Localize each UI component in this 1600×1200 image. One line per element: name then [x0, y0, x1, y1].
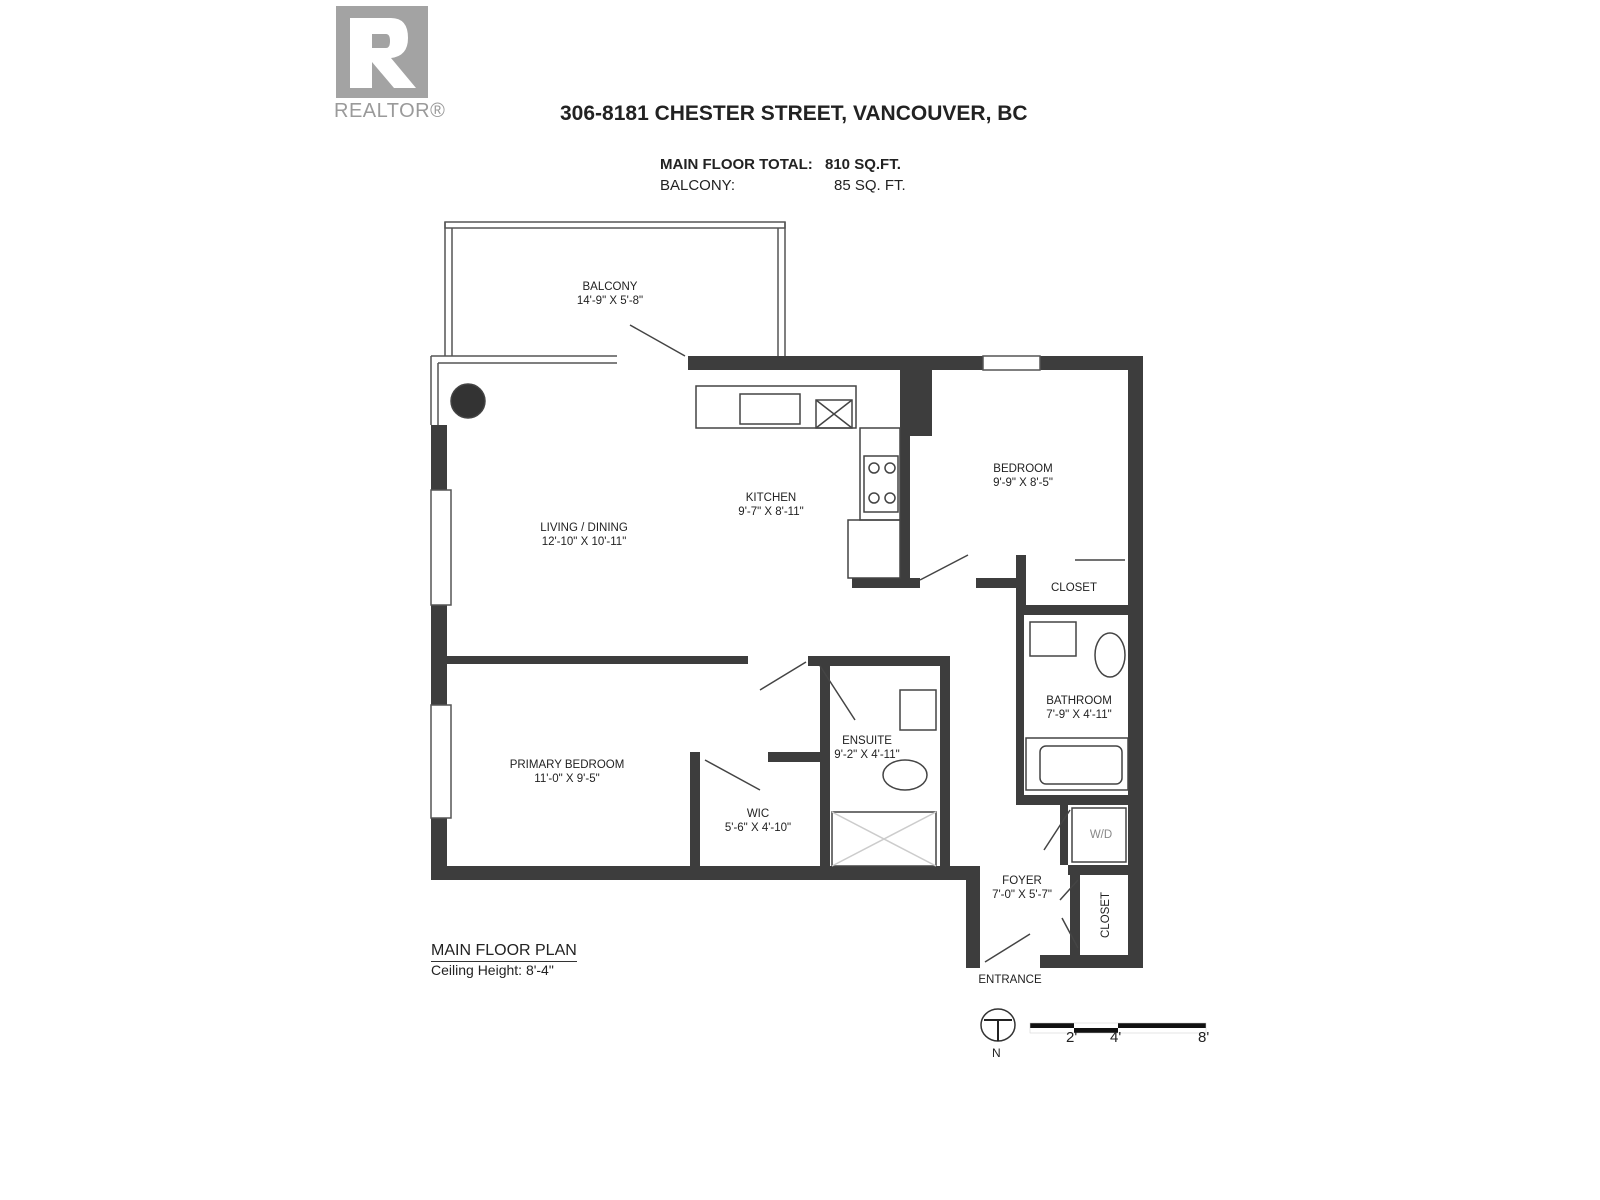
room-foyer-closet: CLOSET	[1100, 891, 1112, 939]
bathroom-sink	[1029, 621, 1077, 657]
realtor-logo-text: REALTOR®	[334, 100, 446, 122]
plan-title: MAIN FLOOR PLAN	[431, 942, 577, 962]
scale-tick-4: 4'	[1110, 1029, 1122, 1046]
kitchen-sink	[739, 393, 801, 425]
ensuite-shower	[831, 811, 937, 867]
scale-tick-2: 2'	[1066, 1029, 1078, 1046]
balcony-area-label: BALCONY:	[660, 177, 736, 194]
column	[450, 383, 486, 419]
bathtub	[1025, 737, 1129, 791]
kitchen-counter	[695, 385, 857, 429]
realtor-logo	[336, 6, 428, 98]
north-arrow	[980, 1008, 1016, 1042]
scale-tick-8: 8'	[1198, 1029, 1210, 1046]
north-label: N	[992, 1046, 1001, 1060]
fixtures	[450, 324, 1129, 963]
ensuite-sink	[899, 689, 937, 731]
ensuite-toilet	[882, 759, 928, 791]
realtor-r-icon	[350, 18, 416, 88]
main-floor-total-value: 810 SQ.FT.	[825, 156, 901, 173]
room-entrance: ENTRANCE	[978, 974, 1042, 986]
bathroom-toilet	[1094, 632, 1126, 678]
washer-dryer	[1071, 807, 1127, 863]
ceiling-height: Ceiling Height: 8'-4"	[431, 962, 554, 978]
main-floor-total-label: MAIN FLOOR TOTAL:	[660, 156, 813, 173]
stove	[863, 455, 899, 513]
dishwasher	[815, 399, 853, 429]
walls	[430, 221, 1143, 968]
property-address: 306-8181 CHESTER STREET, VANCOUVER, BC	[560, 102, 1028, 125]
fridge	[847, 519, 901, 579]
balcony-area-value: 85 SQ. FT.	[834, 177, 906, 194]
room-wd: W/D	[1089, 829, 1113, 841]
room-bedroom-closet: CLOSET	[1050, 582, 1098, 594]
scale-bar	[1029, 1022, 1207, 1034]
kitchen-counter-side	[859, 427, 901, 521]
